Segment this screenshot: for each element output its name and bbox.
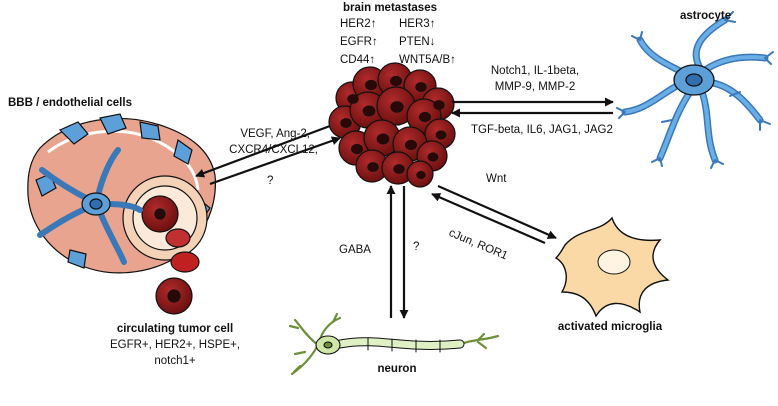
bbb-endothelial-vessel [27,113,217,274]
brain-metastases-cluster [328,62,456,188]
arrow-up-icon: ↑ [369,54,376,66]
arrow-to-microglia [437,184,557,240]
neuron-cell [288,312,500,376]
tumor-nucleus [418,111,432,123]
microglia-cell [554,216,670,318]
bbb-label: BBB / endothelial cells [8,97,132,109]
neuron-label: neuron [377,363,417,375]
marker-pten: PTEN↓ [399,36,436,48]
arrow-to-bbb [195,124,331,178]
tumor-nucleus [362,105,376,117]
from-neuron-label: GABA [339,244,371,256]
marker-wnt5ab: WNT5A/B↑ [399,54,456,66]
from-bbb-label: ? [267,175,274,187]
tumor-nucleus [390,101,404,113]
marker-her3: HER3↑ [399,18,436,30]
microglia-label: activated microglia [557,321,663,333]
to-bbb-label-1: VEGF, Ang-2, [240,128,310,140]
tumor-nucleus [364,79,378,91]
tumor-nucleus [367,162,379,172]
brain-metastases-title: brain metastases [343,2,437,14]
to-astrocyte-label-2: MMP-9, MMP-2 [494,81,576,93]
to-astrocyte-label-1: Notch1, IL-1beta, [490,65,580,77]
arrow-from-microglia [431,192,546,245]
to-bbb-label-2: CXCR4/CXCL12, [229,144,318,156]
from-astrocyte-label: TGF-beta, IL6, JAG1, JAG2 [471,124,613,136]
arrow-up-icon: ↑ [429,18,436,30]
arrow-up-icon: ↑ [371,36,378,48]
tumor-nucleus [416,170,426,180]
tumor-nucleus [347,94,359,104]
tumor-nucleus [350,143,364,155]
ctc-markers-line-1: EGFR+, HER2+, HSPE+, [109,339,241,351]
arrow-up-icon: ↑ [450,54,456,66]
marker-her2: HER2↑ [340,18,377,30]
tumor-nucleus [427,152,439,162]
marker-egfr: EGFR↑ [340,36,378,48]
tumor-nucleus [435,130,447,140]
tumor-nucleus [376,133,390,145]
tumor-nucleus [415,82,427,92]
marker-cd44: CD44↑ [340,54,376,66]
arrow-down-icon: ↓ [429,36,436,48]
to-neuron-label: ? [413,241,420,253]
tumor-nucleus [433,100,445,110]
interaction-arrows [195,97,614,319]
ctc-label: circulating tumor cell [116,323,234,335]
tumor-nucleus [340,118,352,128]
tumor-nucleus [389,75,403,87]
to-microglia-label: Wnt [486,173,507,185]
arrow-from-bbb [209,136,341,186]
astrocyte-cell [616,11,774,169]
tumor-nucleus [404,139,418,151]
ctc-markers-line-2: notch1+ [154,355,196,367]
tumor-nucleus [393,164,405,174]
circulating-tumor-cell [155,277,193,315]
astrocyte-label: astrocyte [680,10,732,22]
arrow-up-icon: ↑ [370,18,377,30]
